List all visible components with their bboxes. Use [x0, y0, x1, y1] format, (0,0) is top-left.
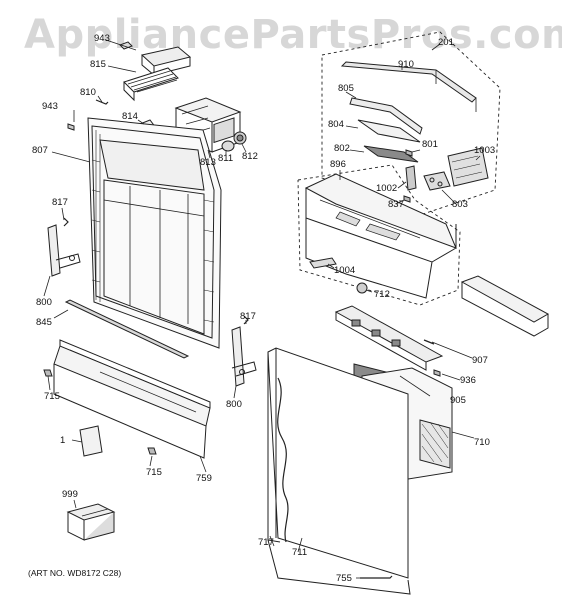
- callout-999: 999: [62, 489, 78, 500]
- callout-943: 943: [94, 33, 110, 44]
- callout-812: 812: [242, 151, 258, 162]
- part-1002: [405, 165, 417, 191]
- callout-905: 905: [450, 395, 466, 406]
- callout-936: 936: [460, 375, 476, 386]
- bracket-805: [349, 97, 423, 135]
- part-712: [356, 282, 368, 294]
- strip-845: [64, 299, 190, 359]
- screw-801: [405, 149, 413, 157]
- callout-813: 813: [200, 157, 216, 168]
- leader-lines: [43, 39, 481, 579]
- toe-kick-759: [53, 339, 211, 459]
- callout-717: 717: [258, 537, 274, 548]
- callout-910: 910: [398, 59, 414, 70]
- screw-817-left: [63, 217, 69, 227]
- callout-715: 715: [44, 391, 60, 402]
- callout-837: 837: [388, 199, 404, 210]
- callout-755: 755: [336, 573, 352, 584]
- callout-907: 907: [472, 355, 488, 366]
- screw-943-left: [67, 123, 75, 131]
- callout-1002: 1002: [376, 183, 398, 194]
- control-board: [334, 305, 444, 371]
- callout-815: 815: [90, 59, 106, 70]
- hinge-800-left: [47, 224, 81, 277]
- callout-711: 711: [292, 547, 308, 558]
- panel-group-outline: [297, 164, 461, 306]
- callout-1: 1: [60, 435, 66, 446]
- screw-755: [360, 575, 393, 579]
- screw-817-right: [243, 315, 249, 325]
- grille-815: [123, 67, 179, 102]
- callout-943: 943: [42, 101, 58, 112]
- callout-759: 759: [196, 473, 212, 484]
- part-837: [403, 195, 411, 203]
- callout-817: 817: [52, 197, 68, 208]
- callout-803: 803: [452, 199, 468, 210]
- callout-817: 817: [240, 311, 256, 322]
- inner-door-807: [87, 117, 222, 349]
- screw-715-mid: [147, 447, 157, 455]
- watermark: AppliancePartsPros.com: [24, 12, 562, 58]
- callout-201: 201: [438, 37, 454, 48]
- callout-800: 800: [36, 297, 52, 308]
- bracket-910: [340, 61, 477, 112]
- callout-811: 811: [218, 153, 234, 164]
- screw-715-left: [43, 369, 53, 377]
- part-802: [363, 145, 419, 163]
- callout-804: 804: [328, 119, 344, 130]
- callout-896: 896: [330, 159, 346, 170]
- hinge-800-right: [231, 326, 257, 387]
- callout-710: 710: [474, 437, 490, 448]
- part-1004: [309, 257, 337, 269]
- screw-907: [423, 339, 435, 345]
- callout-807: 807: [32, 145, 48, 156]
- side-vent: [460, 275, 550, 337]
- callout-1003: 1003: [474, 145, 496, 156]
- callout-810: 810: [80, 87, 96, 98]
- console-896: [304, 173, 457, 299]
- art-number: (ART NO. WD8172 C28): [28, 568, 122, 578]
- cap-811: [221, 140, 235, 152]
- callout-712: 712: [374, 289, 390, 300]
- screw-943-top: [119, 41, 133, 50]
- door-panel-711: [267, 347, 411, 595]
- knob-center: [236, 134, 244, 142]
- screw-810: [95, 99, 109, 105]
- callout-805: 805: [338, 83, 354, 94]
- callout-802: 802: [334, 143, 350, 154]
- callout-1004: 1004: [334, 265, 356, 276]
- manual-1: [79, 425, 103, 457]
- screw-936: [433, 369, 441, 377]
- callout-715: 715: [146, 467, 162, 478]
- callout-801: 801: [422, 139, 438, 150]
- callout-845: 845: [36, 317, 52, 328]
- kit-999: [66, 503, 116, 541]
- part-804: [357, 119, 421, 143]
- callout-800: 800: [226, 399, 242, 410]
- callout-814: 814: [122, 111, 138, 122]
- part-803: [423, 171, 451, 191]
